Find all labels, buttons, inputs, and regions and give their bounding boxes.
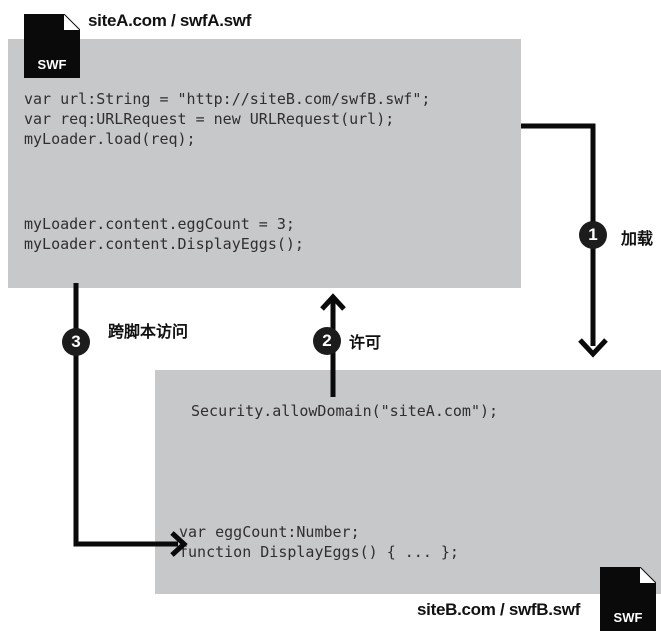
swf-file-icon: SWF [600, 566, 657, 631]
code-line: var eggCount:Number; [179, 523, 360, 541]
cross-script-arrow [73, 283, 178, 547]
swf-a-panel: var url:String = "http://siteB.com/swfB.… [8, 39, 521, 288]
swf-a-file-label: siteA.com / swfA.swf [88, 11, 252, 30]
load-arrowhead [578, 338, 608, 358]
swf-b-code-members: var eggCount:Number; function DisplayEgg… [179, 522, 459, 562]
swf-b-panel: Security.allowDomain("siteA.com"); var e… [155, 370, 661, 594]
code-line: myLoader.content.eggCount = 3; [24, 215, 295, 233]
swf-b-code-security: Security.allowDomain("siteA.com"); [191, 401, 498, 421]
swf-b-file-label: siteB.com / swfB.swf [417, 600, 581, 619]
step-badge: 1 [579, 221, 607, 249]
code-line: myLoader.content.DisplayEggs(); [24, 235, 304, 253]
code-line: myLoader.load(req); [24, 130, 196, 148]
step-badge: 2 [313, 327, 341, 355]
permission-arrowhead [320, 293, 346, 311]
cross-script-arrowhead [170, 531, 188, 557]
swf-icon-label: SWF [613, 610, 643, 625]
code-line: var url:String = "http://siteB.com/swfB.… [24, 90, 431, 108]
step-label: 许可 [349, 333, 382, 352]
code-line: function DisplayEggs() { ... }; [179, 543, 459, 561]
code-line: var req:URLRequest = new URLRequest(url)… [24, 110, 395, 128]
code-line: Security.allowDomain("siteA.com"); [191, 402, 499, 420]
swf-file-icon: SWF [24, 13, 81, 78]
swf-a-code-access: myLoader.content.eggCount = 3; myLoader.… [24, 214, 304, 254]
load-arrow [521, 123, 596, 346]
step-label: 加载 [621, 229, 654, 248]
swf-a-code-load: var url:String = "http://siteB.com/swfB.… [24, 89, 430, 149]
swf-icon-label: SWF [37, 57, 67, 72]
step-label: 跨脚本访问 [108, 322, 189, 341]
step-badge: 3 [62, 328, 90, 356]
